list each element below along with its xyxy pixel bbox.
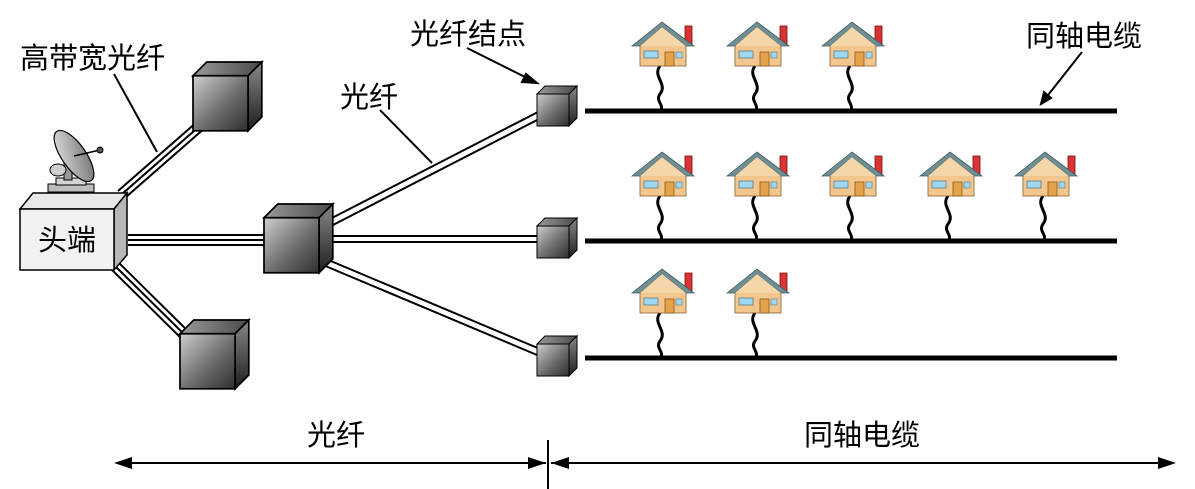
house-drops xyxy=(656,65,1047,359)
house-icon xyxy=(726,151,790,197)
satellite-dish-icon xyxy=(47,129,104,193)
house-icon xyxy=(631,151,695,197)
house-icon xyxy=(726,268,790,314)
fiber-node-2 xyxy=(536,217,578,259)
house-icon xyxy=(631,268,695,314)
fiber-section-label: 光纤 xyxy=(307,418,365,452)
headend-label: 头端 xyxy=(38,223,96,257)
houses xyxy=(631,21,1078,314)
house-icon xyxy=(821,21,885,67)
high-bandwidth-fiber-label: 高带宽光纤 xyxy=(20,41,165,75)
coax-section-label: 同轴电缆 xyxy=(804,418,920,452)
bottom-axis: 光纤 同轴电缆 xyxy=(114,418,1176,489)
house-icon xyxy=(631,21,695,67)
house-icon xyxy=(1014,151,1078,197)
house-icon xyxy=(821,151,885,197)
coax-cable-label: 同轴电缆 xyxy=(1026,19,1142,53)
distribution-box-middle xyxy=(263,203,334,274)
house-icon xyxy=(919,151,983,197)
fiber-label: 光纤 xyxy=(340,80,398,114)
headend: 头端 xyxy=(18,129,129,273)
fiber-node-3 xyxy=(536,335,578,377)
fiber-node-1 xyxy=(536,85,578,127)
distribution-box-lower xyxy=(179,319,250,390)
house-icon xyxy=(726,21,790,67)
callout-pointers xyxy=(113,47,1083,164)
fiber-node-label: 光纤结点 xyxy=(410,17,526,51)
fiber-links xyxy=(107,111,542,356)
distribution-box-upper xyxy=(192,61,263,132)
